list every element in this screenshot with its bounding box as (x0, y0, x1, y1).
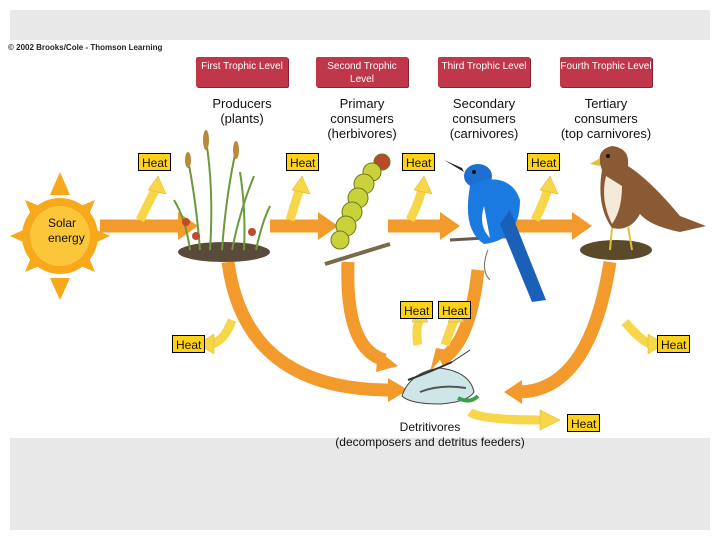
heat-label-1: Heat (138, 153, 172, 171)
detritivores-icon (401, 349, 480, 405)
bird-icon (444, 160, 546, 302)
heat-label-4: Heat (527, 153, 561, 171)
copyright-text: © 2002 Brooks/Cole - Thomson Learning (8, 43, 163, 52)
detritivores-label: Detritivores (decomposers and detritus f… (335, 420, 525, 449)
flow-arrow-top-to-detritivores (519, 260, 617, 399)
sun-icon (10, 172, 110, 300)
caterpillar-icon (324, 153, 391, 266)
heat-label-3: Heat (402, 153, 436, 171)
flow-arrow-herbivores-to-detritivores (341, 261, 388, 367)
trophic-level-1: First Trophic Level (196, 57, 288, 87)
top-band (10, 10, 710, 40)
plants-icon (173, 130, 271, 262)
trophic-level-3: Third Trophic Level (438, 57, 530, 87)
heat-label-2: Heat (286, 153, 320, 171)
primary-consumers-title: Primary consumers (herbivores) (327, 96, 397, 141)
trophic-level-4: Fourth Trophic Level (560, 57, 652, 87)
heat-label-7: Heat (172, 335, 206, 353)
heat-label-8: Heat (657, 335, 691, 353)
tertiary-consumers-title: Tertiary consumers (top carnivores) (560, 96, 652, 141)
bottom-band (10, 438, 710, 530)
heat-label-9: Heat (567, 414, 601, 432)
secondary-consumers-title: Secondary consumers (carnivores) (449, 96, 519, 141)
hawk-icon (580, 146, 706, 260)
heat-label-6: Heat (438, 301, 472, 319)
heat-label-5: Heat (400, 301, 434, 319)
flow-arrow-plants-to-detritivores (221, 261, 391, 397)
trophic-level-2: Second Trophic Level (316, 57, 408, 87)
solar-energy-label: Solar energy (48, 216, 85, 245)
flow-arrow-carnivores-to-detritivores (436, 269, 485, 366)
producers-title: Producers (plants) (212, 96, 272, 126)
